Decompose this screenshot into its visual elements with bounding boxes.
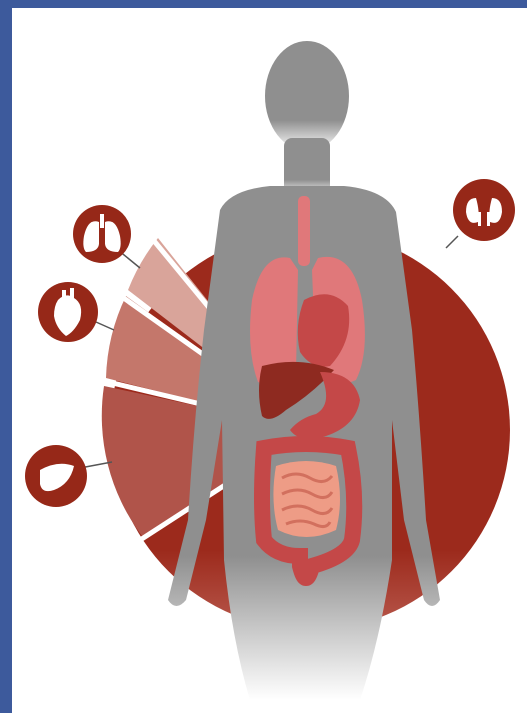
heart-icon [38, 282, 98, 342]
kidneys-icon [453, 179, 515, 241]
trachea [298, 196, 310, 266]
small-intestine [273, 461, 340, 537]
liver-icon [25, 445, 87, 507]
lungs-icon [73, 205, 131, 263]
